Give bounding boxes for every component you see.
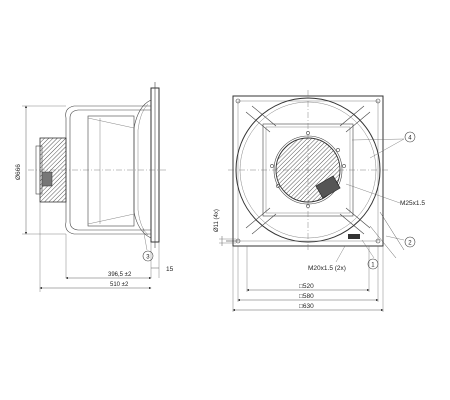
callout-4 <box>404 131 416 143</box>
callout-2 <box>404 236 416 248</box>
impeller-body <box>87 115 135 227</box>
cable-gland <box>348 234 360 239</box>
dim-diameter: Ø666 <box>15 164 22 180</box>
terminal-box <box>41 171 53 187</box>
svg-text:1: 1 <box>371 263 375 269</box>
terminal-box-front <box>315 175 341 199</box>
frame-arm-top <box>65 105 151 119</box>
inlet-nozzle <box>133 99 152 239</box>
dim-630: □630 <box>299 303 314 310</box>
mount-hole-br <box>375 238 381 244</box>
dim-520: □520 <box>299 283 314 290</box>
label-m25: M25x1.5 <box>400 200 425 207</box>
label-m20: M20x1.5 (2x) <box>308 265 346 272</box>
callout-3 <box>142 250 154 262</box>
dim-hole: Ø11 (4x) <box>214 209 220 232</box>
dim-580: □580 <box>299 293 314 300</box>
dim-15: 15 <box>166 266 174 273</box>
support-arms <box>245 105 371 235</box>
dim-510: 510 ±2 <box>110 282 129 288</box>
mount-hole-tl <box>235 98 241 104</box>
front-view: Ø11 (4x) □520 □580 □630 4 M25x1.5 M20x1.… <box>214 90 425 312</box>
callout-1 <box>367 258 379 270</box>
svg-text:4: 4 <box>408 136 412 142</box>
svg-text:3: 3 <box>146 255 150 261</box>
dim-396: 396,5 ±2 <box>108 272 132 278</box>
frame-arm-bottom <box>65 221 151 235</box>
side-view: Ø666 15 396,5 ±2 510 ±2 3 <box>15 82 174 292</box>
svg-text:2: 2 <box>408 241 412 247</box>
mount-hole-tr <box>375 98 381 104</box>
